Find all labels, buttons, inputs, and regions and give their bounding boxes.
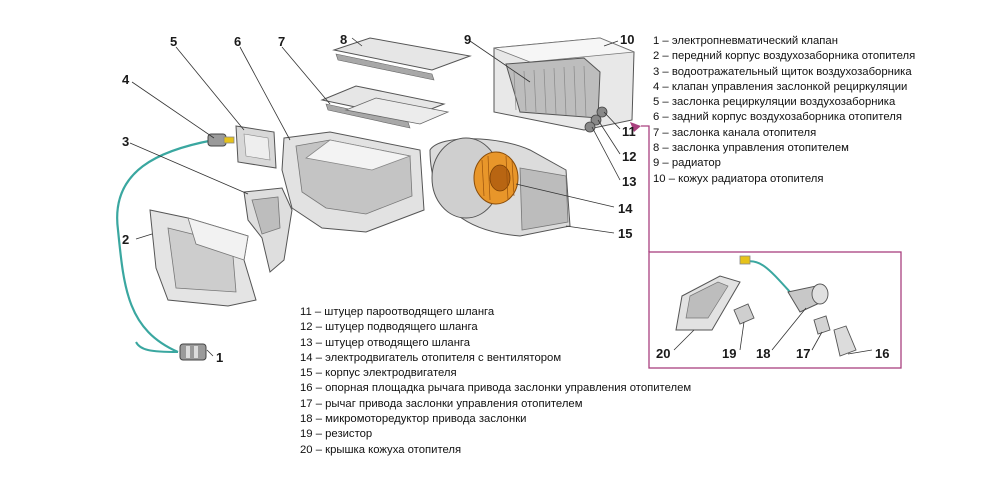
callout-13: 13 <box>622 174 636 189</box>
callout-8: 8 <box>340 32 347 47</box>
legend-item: 16 – опорная площадка рычага привода зас… <box>300 382 692 395</box>
callout-14: 14 <box>618 201 633 216</box>
legend-item: 12 – штуцер подводящего шланга <box>300 321 478 334</box>
recirculation-control-valve-part-4 <box>207 133 235 147</box>
callout-9: 9 <box>464 32 471 47</box>
callout-7: 7 <box>278 34 285 49</box>
callout-4: 4 <box>122 72 130 87</box>
fitting-part-11 <box>596 106 608 118</box>
callout-numbers: 1 2 3 4 5 6 7 8 9 10 11 12 13 14 15 16 1… <box>122 32 889 365</box>
legend-item: 14 – электродвигатель отопителя с вентил… <box>300 351 562 364</box>
legend-item: 3 – водоотражательный щиток воздухозабор… <box>653 65 912 78</box>
lever-part-17 <box>813 315 831 335</box>
legend-item: 10 – кожух радиатора отопителя <box>653 172 824 185</box>
legend-item: 11 – штуцер пароотводящего шланга <box>300 306 495 318</box>
legend-item: 13 – штуцер отводящего шланга <box>300 336 471 349</box>
fitting-part-12 <box>590 114 602 126</box>
callout-20: 20 <box>656 346 670 361</box>
callout-19: 19 <box>722 346 736 361</box>
micromotor-part-18 <box>739 255 829 313</box>
legend-item: 7 – заслонка канала отопителя <box>653 126 817 139</box>
callout-6: 6 <box>234 34 241 49</box>
legend-item: 2 – передний корпус воздухозаборника ото… <box>653 50 916 63</box>
support-pad-part-16 <box>833 325 857 357</box>
legend-item: 19 – резистор <box>300 428 373 441</box>
callout-16: 16 <box>875 346 889 361</box>
legend-item: 18 – микромоторедуктор привода заслонки <box>300 413 527 426</box>
cover-part-20 <box>675 275 741 331</box>
legend-item: 17 – рычаг привода заслонки управления о… <box>300 397 583 410</box>
legend-item: 4 – клапан управления заслонкой рециркул… <box>653 80 908 93</box>
legend-item: 6 – задний корпус воздухозаборника отопи… <box>653 111 902 124</box>
front-housing-part-2 <box>149 209 257 307</box>
legend-item: 1 – электропневматический клапан <box>653 35 838 47</box>
callout-17: 17 <box>796 346 810 361</box>
callout-18: 18 <box>756 346 770 361</box>
rear-housing-part-6 <box>281 131 425 233</box>
legend-item: 15 – корпус электродвигателя <box>300 367 457 380</box>
callout-2: 2 <box>122 232 129 247</box>
callout-1: 1 <box>216 350 223 365</box>
legend-item: 9 – радиатор <box>653 157 721 170</box>
callout-5: 5 <box>170 34 177 49</box>
legend-parts-1-10: 1 – электропневматический клапан 2 – пер… <box>653 34 915 187</box>
water-shield-part-3 <box>243 187 293 273</box>
legend-item: 5 – заслонка рециркуляции воздухозаборни… <box>653 96 896 109</box>
callout-10: 10 <box>620 32 634 47</box>
callout-3: 3 <box>122 134 129 149</box>
legend-item: 8 – заслонка управления отопителем <box>653 142 849 155</box>
legend-parts-11-20: 11 – штуцер пароотводящего шланга 12 – ш… <box>300 305 691 458</box>
callout-11: 11 <box>622 124 636 139</box>
leader-lines <box>129 37 873 357</box>
resistor-part-19 <box>733 303 755 325</box>
fitting-part-13 <box>584 121 596 133</box>
radiator-part-9 <box>505 57 608 133</box>
electropneumatic-valve-part-1 <box>179 343 207 361</box>
control-flap-part-8 <box>332 37 472 125</box>
motor-fan-part-14 <box>473 151 519 205</box>
callout-15: 15 <box>618 226 632 241</box>
recirculation-flap-part-5 <box>235 125 277 169</box>
callout-12: 12 <box>622 149 636 164</box>
legend-item: 20 – крышка кожуха отопителя <box>300 443 462 456</box>
